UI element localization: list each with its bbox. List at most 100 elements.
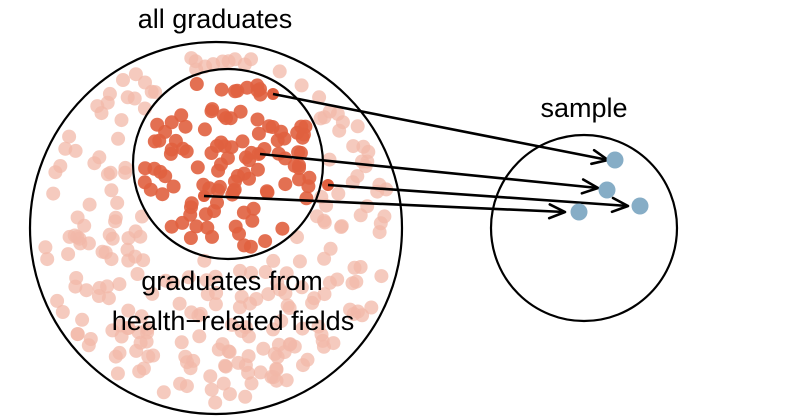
subgroup-dot (253, 87, 268, 102)
population-dot (218, 359, 233, 374)
population-dot (91, 289, 106, 303)
arrow-right-icon (203, 194, 567, 220)
population-dots (38, 51, 394, 410)
subgroup-dot (204, 146, 219, 160)
population-dot (211, 342, 226, 357)
subgroup-dot (240, 80, 255, 95)
subgroup-dot (235, 134, 250, 149)
arrow-shaft (272, 92, 609, 162)
population-dot (349, 274, 364, 289)
subgroup-label-line1: graduates from (141, 266, 323, 296)
population-dot (100, 279, 115, 294)
subgroup-dot (250, 162, 265, 177)
population-dot (323, 241, 338, 256)
population-dot (181, 270, 196, 285)
arrow-right-icon (259, 152, 600, 195)
population-dot (292, 254, 307, 269)
population-dot (372, 225, 387, 240)
population-dot (173, 376, 188, 391)
sample-dot (606, 151, 624, 169)
population-dot (294, 280, 309, 295)
population-dot (256, 341, 271, 356)
subgroup-dot (292, 172, 306, 187)
population-dot (136, 361, 151, 376)
population-dot (266, 253, 281, 268)
population-dot (374, 269, 389, 284)
sample-dot (631, 197, 649, 215)
population-dot (347, 260, 362, 275)
subgroup-dot (183, 231, 198, 245)
population-dot (130, 267, 145, 281)
population-dot (105, 231, 120, 246)
arrow-head (580, 178, 600, 195)
population-dot (215, 54, 230, 69)
population-dot (279, 266, 294, 281)
population-dot (346, 139, 361, 154)
subgroup-dot (189, 77, 204, 91)
population-dot (233, 263, 247, 278)
arrow-shaft (259, 152, 599, 190)
arrow-head (547, 203, 567, 220)
population-dot (244, 265, 258, 280)
population-dot (278, 286, 293, 301)
population-dot (204, 382, 219, 397)
population-circle (28, 40, 404, 416)
population-dot (279, 373, 294, 388)
subgroup-dot (214, 82, 229, 97)
subgroup-dot (243, 239, 258, 254)
population-dot (244, 52, 258, 67)
subgroup-dot (211, 163, 226, 178)
population-dot (103, 165, 118, 180)
population-dot (79, 283, 94, 298)
population-dot (191, 308, 206, 323)
population-dot (128, 224, 143, 239)
population-dot (104, 252, 119, 267)
population-dot (296, 358, 310, 373)
population-dot (94, 106, 109, 121)
population-dot (361, 144, 376, 159)
population-dot (199, 273, 214, 288)
population-dot (241, 329, 256, 344)
subgroup-dot (232, 226, 246, 241)
population-dot (360, 199, 375, 214)
subgroup-dot (155, 187, 170, 202)
population-dot (83, 332, 98, 346)
population-dot (312, 90, 327, 105)
subgroup-dot (258, 234, 273, 249)
subgroup-dot (278, 177, 293, 192)
population-dot (172, 296, 187, 311)
population-dot (317, 251, 332, 266)
subgroup-dot (251, 126, 266, 141)
population-dot (343, 302, 357, 317)
subgroup-dots (137, 77, 334, 254)
population-dot (136, 253, 151, 268)
subgroup-label-line2: health−related fields (112, 306, 354, 336)
population-dot (253, 365, 268, 380)
subgroup-dot (179, 144, 194, 159)
subgroup-dot (226, 183, 241, 198)
population-dot (72, 231, 87, 246)
subgroup-dot (164, 115, 179, 130)
population-dot (70, 327, 85, 342)
population-dot (183, 361, 198, 376)
population-dot (222, 387, 237, 402)
population-dot (121, 253, 136, 268)
population-dot (121, 320, 136, 335)
subgroup-dot (299, 191, 314, 206)
population-dot (75, 312, 90, 327)
population-dot (334, 220, 349, 234)
population-dot (174, 335, 189, 350)
population-dot (238, 389, 253, 404)
subgroup-dot (189, 219, 204, 234)
population-dot (317, 215, 332, 230)
population-dot (266, 370, 281, 385)
sample-dots (570, 151, 649, 221)
population-dot (140, 325, 155, 340)
population-dot (244, 376, 259, 391)
population-dot (316, 339, 331, 354)
population-dot (61, 247, 76, 262)
subgroup-dot (190, 160, 205, 175)
arrow-shaft (327, 183, 629, 208)
population-dot (282, 301, 297, 315)
population-dot (203, 369, 218, 384)
